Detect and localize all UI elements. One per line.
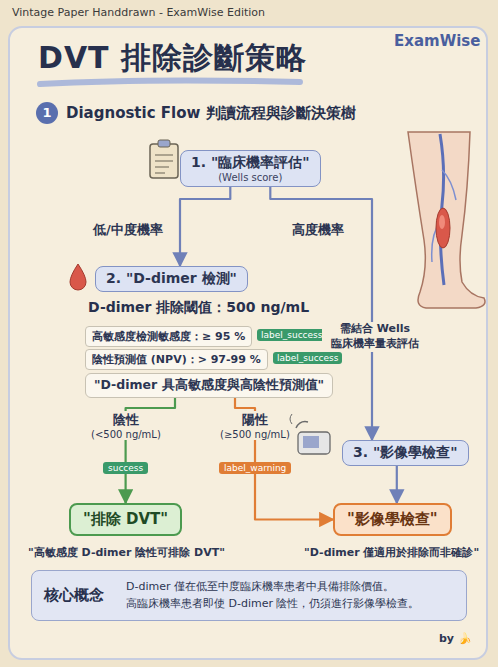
stat-row: 陰性預測值 (NPV)：> 97-99 %: [85, 349, 268, 370]
node-text: 1. "臨床機率評估": [191, 154, 310, 172]
node-text: "影像學檢查": [347, 510, 438, 529]
edge-label: label_warning: [219, 462, 291, 474]
node-text: 陰性預測值 (NPV)：> 97-99 %: [92, 352, 261, 367]
node-text: 3. "影像學檢查": [353, 444, 458, 462]
node-text: label_success: [277, 353, 338, 363]
node-text: "D-dimer 具高敏感度與高陰性預測值": [94, 377, 324, 394]
node-text: "排除 DVT": [83, 510, 168, 529]
node-text: (Wells score): [191, 172, 310, 183]
process-box: 3. "影像學檢查": [342, 440, 469, 466]
note-label: (<500 ng/mL): [88, 429, 164, 440]
edge-label: 高度機率: [289, 221, 347, 239]
leg-illustration: [408, 132, 485, 308]
edge-label: 低/中度機率: [90, 221, 166, 239]
process-box: 1. "臨床機率評估"(Wells score): [180, 150, 321, 187]
result-box: "排除 DVT": [69, 503, 182, 536]
stat-row: 高敏感度檢測敏感度：≥ 95 %: [85, 326, 252, 347]
ultrasound-icon: [290, 414, 330, 454]
blood-drop-icon: [70, 264, 86, 290]
edge-label: success: [103, 462, 148, 474]
note-label: D-dimer 排除閾值：500 ng/mL: [88, 299, 309, 317]
note-label: 陰性: [110, 411, 142, 429]
node-text: 高敏感度檢測敏感度：≥ 95 %: [92, 329, 245, 344]
result-box: "影像學檢查": [333, 503, 452, 536]
summary-box: "D-dimer 具高敏感度與高陰性預測值": [85, 373, 333, 398]
node-text: 2. "D-dimer 檢測": [106, 270, 237, 288]
node-text: 1: [36, 102, 58, 124]
note-label: 需結合 Wells 臨床機率量表評估: [322, 322, 428, 352]
note-label: "高敏感度 D-dimer 陰性可排除 DVT": [28, 545, 225, 560]
page-title: DVT 排除診斷策略: [38, 38, 307, 79]
connector-arrow: [180, 187, 230, 266]
note-label: 陽性: [239, 411, 271, 429]
note-label: (≥500 ng/mL): [217, 429, 293, 440]
note-label: Diagnostic Flow 判讀流程與診斷決策樹: [66, 104, 356, 123]
connector-arrow: [396, 466, 398, 503]
status-tag: label_success: [273, 352, 342, 364]
node-text: D-dimer 僅在低至中度臨床機率患者中具備排除價值。 高臨床機率患者即使 D…: [126, 579, 446, 612]
node-text: label_success: [261, 330, 322, 340]
note-label: Vintage Paper Handdrawn - ExamWise Editi…: [12, 6, 265, 19]
note-label: ExamWise: [394, 32, 480, 50]
title-underline: [40, 80, 300, 84]
node-text: 核心概念: [44, 586, 126, 605]
status-tag: label_success: [257, 329, 326, 341]
note-label: by 🍌: [439, 632, 472, 645]
step-number: 1: [36, 102, 58, 124]
note-label: "D-dimer 僅適用於排除而非確診": [304, 545, 479, 560]
clipboard-icon: [150, 140, 178, 178]
core-concept-band: 核心概念D-dimer 僅在低至中度臨床機率患者中具備排除價值。 高臨床機率患者…: [31, 570, 467, 621]
connector-arrow: [235, 398, 333, 520]
process-box: 2. "D-dimer 檢測": [95, 266, 248, 292]
